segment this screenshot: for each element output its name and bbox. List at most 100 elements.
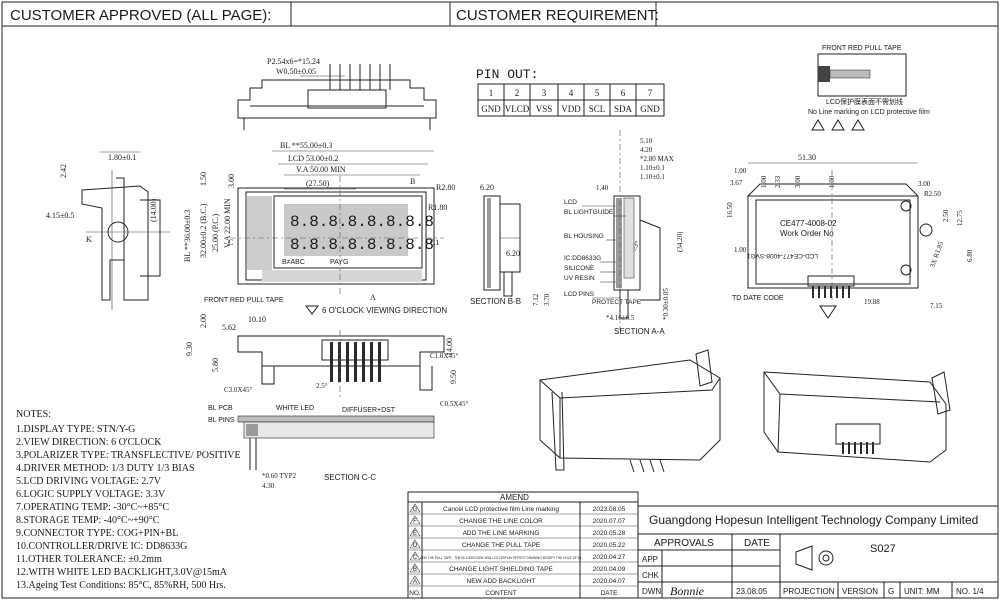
amend-date-7: 2020.04.07 (593, 578, 626, 585)
dim-6-20-a: 6.20 (480, 183, 494, 192)
mark-c: C (228, 238, 233, 247)
chamfer-c1: C1.0X45° (430, 352, 458, 360)
tape-note-en: No Line marking on LCD protective film (808, 109, 930, 116)
section-aa: 5.10 4.20 *2.80 MAX 1.10±0.1 1.10±0.1 1.… (564, 130, 684, 336)
isometric-front (539, 349, 721, 473)
dim-7-15: 7.15 (930, 302, 943, 310)
amend-content-6: CHANGE LIGHT SHIELDING TAPE (449, 566, 553, 573)
pin-out-table: PIN OUT: 1 2 3 4 5 6 7 GND VLCD VSS VDD … (476, 67, 665, 117)
pin-name-4: VDD (561, 104, 581, 114)
part-ic: IC:DD8633G (564, 255, 601, 262)
dim-19-88: 19.88 (864, 298, 880, 306)
bottom-view: 10.10 5.62 2.00 9.30 5.80 14.00 9.50 C1.… (185, 314, 468, 408)
chamfer-c3: C3.0X45° (224, 386, 252, 394)
rev-mark-6: B (413, 567, 417, 573)
amend-content-1: Cancel LCD protective film Line marking (443, 506, 559, 513)
tape-detail-title: FRONT RED PULL TAPE (822, 45, 902, 52)
pin-width-dim: W0.50±0.05 (276, 67, 316, 76)
section-aa-label: SECTION A-A (614, 327, 665, 336)
dim-4-15: 4.15±0.5 (46, 211, 74, 220)
rear-view: 51.30 1.00 3.67 1.00 2.33 3.00 1.00 3.00… (726, 153, 974, 319)
dim-1-10-a: 1.10±0.1 (640, 164, 665, 172)
approvals-label: APPROVALS (654, 538, 714, 549)
rev-mark-7: A (413, 579, 417, 585)
dim-2-42: 2.42 (59, 164, 68, 178)
rear-part-number: CE477-4008-02 (780, 219, 837, 228)
front-view: BL **55.00±0.3 LCD 53.00±0.2 V.A 50.00 M… (149, 141, 455, 315)
dim-14-00-b: 14.00 (445, 338, 454, 356)
note-7: 7.OPERATING TEMP: -30°C~+85°C (16, 502, 169, 513)
dim-3-00-b: 3.00 (918, 180, 931, 188)
amend-date-5: 2020.04.27 (593, 554, 626, 561)
dim-10-10: 10.10 (248, 315, 266, 324)
segment-digits-row2: 8.8.8.8.8.8.8.8 (290, 236, 434, 254)
pin-num-3: 3 (542, 88, 547, 98)
section-cc-label: SECTION C-C (324, 473, 376, 482)
sheet-number: NO. 1/4 (956, 587, 984, 596)
version-label: VERSION (842, 587, 878, 596)
dim-r2-80: R2.80 (436, 183, 455, 192)
td-date-code: TD DATE CODE (732, 295, 784, 302)
segment-digits-row1: 8.8.8.8.8.8.8.8 (290, 213, 434, 231)
segment-text-left: B≠ABC (282, 259, 305, 266)
bottom-pins (330, 342, 381, 382)
rear-label-text: LCD-CE477-4008-SVG1 (746, 252, 818, 259)
dim-r1-80: R1.80 (428, 203, 447, 212)
rear-work-order: Work Order No (780, 229, 834, 238)
dim-34-20: (34.20) (676, 231, 684, 252)
amend-footer-date: DATE (601, 590, 619, 597)
bl-pcb-label: BL PCB (208, 405, 233, 412)
drawn-date: 23.08.05 (736, 587, 768, 596)
dwn-label: DWN (642, 587, 661, 596)
unit-label: UNIT: MM (904, 587, 940, 596)
amend-content-5: ADD THE PULL TAPE , THE BL DATECODE AND … (420, 556, 582, 560)
dim-1-00-a: 1.00 (734, 167, 747, 175)
note-4: 4.DRIVER METHOD: 1/3 DUTY 1/3 BIAS (16, 463, 195, 474)
pin-name-7: GND (640, 104, 660, 114)
pin-num-2: 2 (515, 88, 520, 98)
diffuser-label: DIFFUSER+DST (342, 407, 396, 414)
version-value: G (888, 587, 894, 596)
dim-6-20-b: 6.20 (506, 249, 520, 258)
notes-block: NOTES: 1.DISPLAY TYPE: STN/Y-G 2.VIEW DI… (16, 409, 241, 591)
dim-1-50: 1.50 (199, 172, 208, 186)
amend-table: AMEND G F E D C B A Cancel LCD protectiv… (407, 491, 639, 599)
dim-lcd-height: 32.00±0.2 (B.C.) (199, 203, 208, 258)
dim-lcd-width: LCD 53.00±0.2 (288, 154, 338, 163)
amend-date-6: 2020.04.09 (593, 566, 626, 573)
white-led-label: WHITE LED (276, 405, 314, 412)
note-2: 2.VIEW DIRECTION: 6 O'CLOCK (16, 437, 162, 448)
mark-b: B (410, 177, 415, 186)
tape-detail: FRONT RED PULL TAPE LCD保护膜表面不需划线 No Line… (808, 45, 930, 131)
amend-content-7: NEW ADD BACKLIGHT (467, 578, 536, 585)
amend-date-2: 2020.07.07 (593, 518, 626, 525)
amend-date-1: 2023.08.05 (593, 506, 626, 513)
customer-requirement-label: CUSTOMER REQUIREMENT: (456, 7, 659, 24)
part-code: S027 (870, 543, 896, 555)
note-9: 9.CONNECTOR TYPE: COG+PIN+BL (16, 528, 178, 539)
top-view: P2.54x6=*15.24 W0.50±0.05 (237, 57, 437, 130)
pin-num-1: 1 (489, 88, 494, 98)
angle-2-5: 2.5° (316, 382, 328, 390)
dim-3-70: 3.70 (543, 293, 551, 306)
part-lcd-pins: LCD PINS (564, 291, 595, 298)
note-5: 5.LCD DRIVING VOLTAGE: 2.7V (16, 476, 162, 487)
dim-bl-width: BL **55.00±0.3 (280, 141, 332, 150)
dim-51-30: 51.30 (798, 153, 816, 162)
dim-0-60: *0.60 TYP2 (262, 472, 297, 480)
rev-mark-1: G (413, 507, 418, 513)
dim-2-50: 2.50 (942, 209, 950, 222)
dim-2-33: 2.33 (774, 175, 782, 188)
dim-4-20: 4.20 (640, 146, 653, 154)
dim-5-80: 5.80 (211, 358, 220, 372)
amend-footer-content: CONTENT (485, 590, 516, 597)
dim-3-00: 3.00 (227, 174, 236, 188)
customer-approved-label: CUSTOMER APPROVED (ALL PAGE): (10, 7, 271, 24)
amend-date-3: 2020.05.28 (593, 530, 626, 537)
amend-date-4: 2020.05.22 (593, 542, 626, 549)
drawn-by-signature: Bonnie (670, 584, 705, 598)
dim-0-30: *0.30±0.05 (662, 288, 670, 320)
note-11: 11.OTHER TOLERANCE: ±0.2mm (16, 554, 162, 565)
